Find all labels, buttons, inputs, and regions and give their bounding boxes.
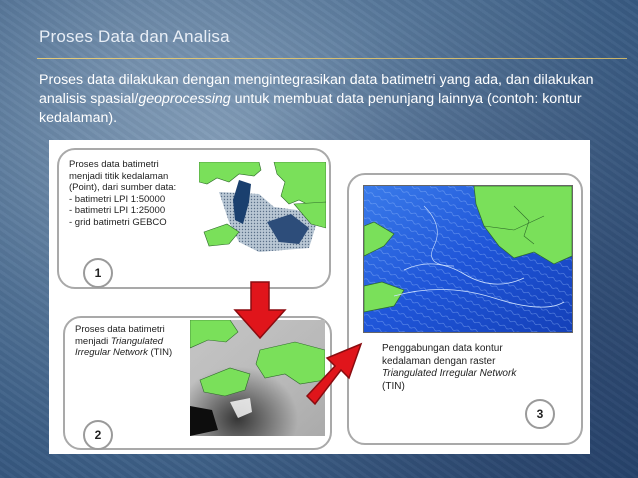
step-badge-1: 1 bbox=[83, 258, 113, 288]
slide-title: Proses Data dan Analisa bbox=[39, 27, 230, 46]
panel-step-1: Proses data batimetri menjadi titik keda… bbox=[57, 148, 331, 289]
panel3-text: Penggabungan data kontur kedalaman denga… bbox=[382, 343, 516, 393]
body-text-part1: Proses data dilakukan dengan mengintegra… bbox=[39, 72, 594, 107]
panel1-line: Proses data batimetri bbox=[69, 159, 159, 170]
panel1-line: - batimetri LPI 1:25000 bbox=[69, 205, 166, 216]
panel2-line2-italic: Triangulated bbox=[110, 335, 164, 347]
panel1-line: - grid batimetri GEBCO bbox=[69, 216, 167, 228]
panel3-line3-italic: Triangulated Irregular Network bbox=[382, 368, 517, 379]
panel1-line: (Point), dari sumber data: bbox=[69, 182, 177, 193]
process-figure: Proses data batimetri menjadi titik keda… bbox=[49, 140, 590, 454]
panel2-line1: Proses data batimetri bbox=[75, 324, 165, 335]
panel-step-2: Proses data batimetri menjadi Triangulat… bbox=[63, 316, 332, 450]
arrow-up-right-icon bbox=[305, 342, 363, 406]
panel1-line: menjadi titik kedalaman bbox=[69, 170, 169, 182]
panel2-line2: menjadi Triangulated bbox=[75, 336, 172, 348]
panel3-line3: Triangulated Irregular Network bbox=[382, 368, 516, 381]
panel3-line4: (TIN) bbox=[382, 380, 405, 392]
map-tin bbox=[190, 320, 325, 436]
panel-step-3: Penggabungan data kontur kedalaman denga… bbox=[347, 173, 583, 445]
body-text-part2: untuk membuat data penunjang lainnya (co… bbox=[39, 91, 582, 126]
step-badge-3: 3 bbox=[525, 399, 555, 429]
map-contour-raster bbox=[363, 185, 573, 333]
panel3-line2: kedalaman dengan raster bbox=[382, 355, 496, 367]
arrow-down-icon bbox=[233, 281, 287, 340]
panel2-line3-italic: Irregular Network bbox=[75, 347, 148, 358]
panel1-text: Proses data batimetri menjadi titik keda… bbox=[69, 159, 176, 228]
panel2-line2-prefix: menjadi bbox=[75, 335, 111, 347]
title-underline bbox=[37, 58, 627, 59]
step-badge-2: 2 bbox=[83, 420, 113, 450]
panel1-line: - batimetri LPI 1:50000 bbox=[69, 193, 166, 205]
panel2-line3: Irregular Network (TIN) bbox=[75, 347, 172, 359]
panel2-text: Proses data batimetri menjadi Triangulat… bbox=[75, 324, 172, 359]
panel2-line3-suffix: (TIN) bbox=[147, 347, 173, 358]
slide-body-text: Proses data dilakukan dengan mengintegra… bbox=[39, 71, 609, 128]
body-text-italic: geoprocessing bbox=[138, 91, 231, 107]
map-depth-points bbox=[199, 162, 326, 258]
panel3-line1: Penggabungan data kontur bbox=[382, 343, 503, 354]
